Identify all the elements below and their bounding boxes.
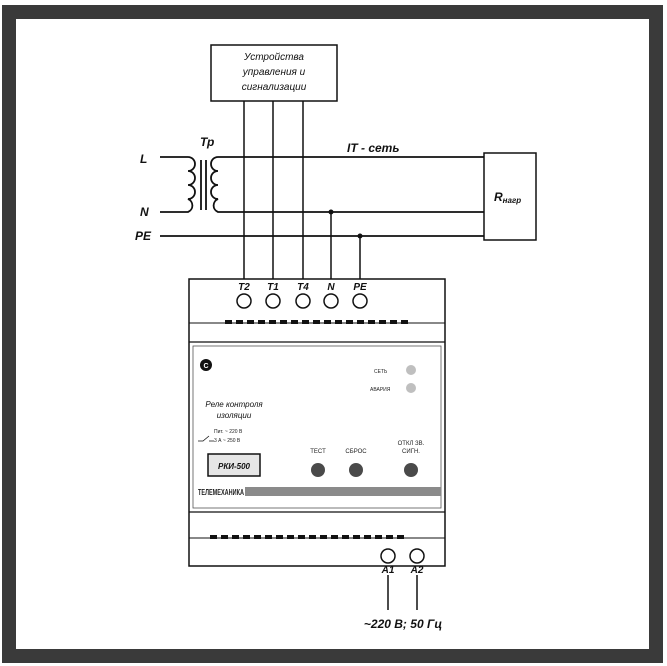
button-label-silence-1: ОТКЛ ЗВ. [398, 441, 425, 447]
transformer-label: Тр [200, 135, 214, 149]
brand-logo: ТЕЛЕМЕХАНИКА [198, 488, 244, 497]
certification-mark-icon [200, 359, 212, 371]
device-name-line2: изоляции [217, 411, 252, 420]
network-label: IT - сеть [347, 141, 399, 155]
contact-symbol-icon [198, 435, 214, 442]
terminal-n [323, 293, 339, 309]
terminal-label-a2: A2 [410, 565, 424, 576]
button-label-silence-2: СИГН. [402, 449, 420, 455]
model-plate [207, 453, 261, 477]
terminal-t1 [265, 293, 281, 309]
terminal-t4 [295, 293, 311, 309]
silence-alarm-button[interactable] [404, 463, 418, 477]
terminal-t2 [236, 293, 252, 309]
led-alarm [406, 383, 416, 393]
test-button[interactable] [311, 463, 325, 477]
terminal-label-t4: T4 [297, 282, 309, 293]
line-label-l: L [140, 152, 147, 166]
control-box [210, 44, 338, 102]
terminal-a1 [380, 548, 396, 564]
vent-slots-bottom [210, 535, 404, 539]
terminal-pe [352, 293, 368, 309]
front-panel [192, 345, 442, 509]
led-label-power: СЕТЬ [374, 369, 388, 375]
terminal-label-pe: PE [353, 282, 367, 293]
terminal-label-t2: T2 [238, 282, 250, 293]
spec-supply: Пит. ~ 220 В [214, 429, 243, 435]
model-label: РКИ-500 [218, 462, 251, 471]
load-label-main: R [494, 190, 503, 204]
vent-slots-top [225, 320, 408, 324]
terminal-a2 [409, 548, 425, 564]
line-label-n: N [140, 205, 149, 219]
brand-band [245, 487, 441, 496]
terminal-label-t1: T1 [267, 282, 279, 293]
load-box [483, 152, 537, 241]
load-label-sub: нагр [503, 196, 522, 205]
control-box-line2: управления и [242, 67, 306, 78]
led-label-alarm: АВАРИЯ [370, 387, 391, 393]
spec-contact: 3 А ~ 250 В [214, 438, 241, 444]
line-label-pe: PE [135, 229, 152, 243]
device-name-line1: Реле контроля [205, 400, 263, 409]
button-label-test: ТЕСТ [310, 449, 326, 455]
button-label-reset: СБРОС [345, 449, 367, 455]
terminal-label-a1: A1 [381, 565, 395, 576]
load-label: Rнагр [494, 190, 521, 205]
control-box-line1: Устройства [243, 52, 304, 63]
supply-label: ~220 В; 50 Гц [364, 617, 442, 631]
outer-frame [2, 5, 663, 663]
reset-button[interactable] [349, 463, 363, 477]
control-box-line3: сигнализации [242, 82, 307, 93]
led-power [406, 365, 416, 375]
transformer-primary-coil [160, 156, 196, 213]
certification-mark-letter: С [203, 363, 208, 370]
transformer-secondary-coil [210, 156, 484, 213]
terminal-label-n: N [327, 282, 335, 293]
